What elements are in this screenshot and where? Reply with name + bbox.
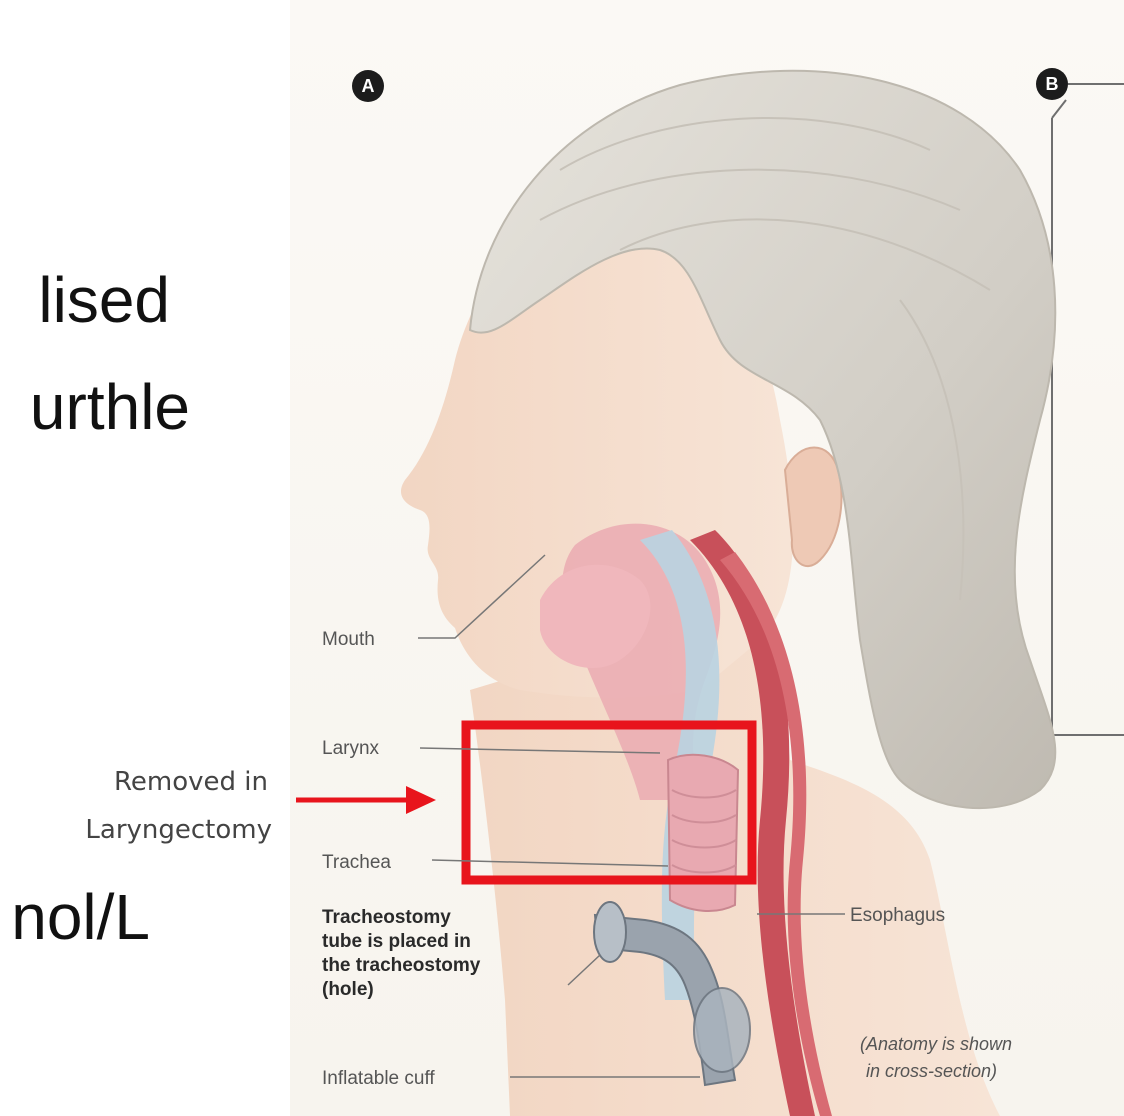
panel-a-label: A bbox=[362, 76, 375, 96]
panel-b-badge: B bbox=[1036, 68, 1068, 100]
note-line-2: in cross-section) bbox=[866, 1061, 997, 1081]
callout-line-1: Removed in bbox=[114, 767, 268, 797]
panel-a-badge: A bbox=[352, 70, 384, 102]
label-esophagus: Esophagus bbox=[850, 905, 945, 926]
laryngectomy-callout: Removed in Laryngectomy bbox=[85, 767, 272, 845]
trachea bbox=[668, 755, 738, 911]
label-tube-line-2: tube is placed in bbox=[322, 931, 471, 952]
label-larynx: Larynx bbox=[322, 738, 380, 759]
tube-flange bbox=[594, 902, 626, 962]
note-line-1: (Anatomy is shown bbox=[860, 1034, 1012, 1054]
label-inflatable-cuff: Inflatable cuff bbox=[322, 1068, 435, 1089]
label-trachea: Trachea bbox=[322, 852, 391, 873]
label-tube-line-4: (hole) bbox=[322, 979, 374, 1000]
inflatable-cuff bbox=[694, 988, 750, 1072]
label-mouth: Mouth bbox=[322, 629, 375, 650]
panel-b-label: B bbox=[1046, 74, 1059, 94]
callout-line-2: Laryngectomy bbox=[85, 815, 272, 845]
label-tube-line-1: Tracheostomy bbox=[322, 907, 451, 928]
label-tube-line-3: the tracheostomy bbox=[322, 955, 481, 976]
